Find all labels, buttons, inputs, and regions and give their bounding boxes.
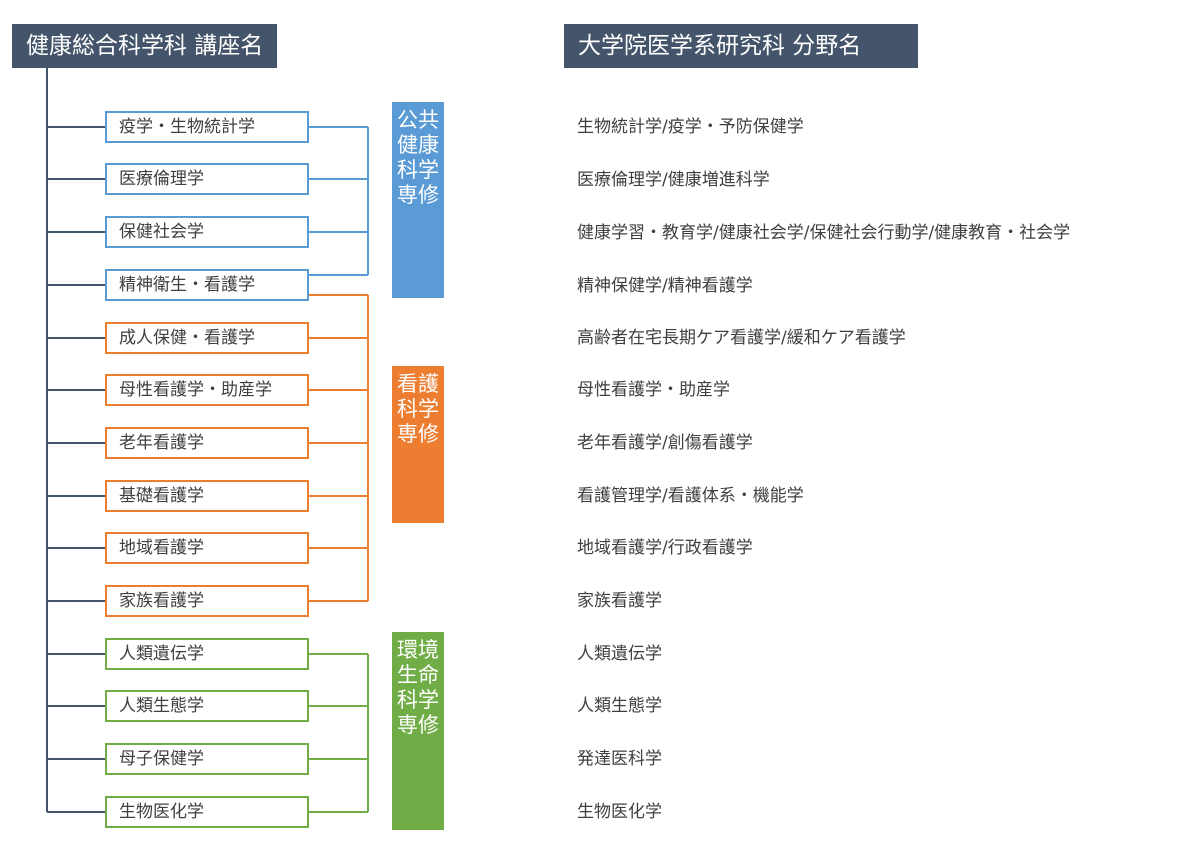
course-box: 老年看護学 — [105, 427, 309, 459]
field-item: 母性看護学・助産学 — [577, 380, 730, 400]
track-label-environmental: 環境生命科学専修 — [392, 632, 444, 830]
course-box: 精神衛生・看護学 — [105, 269, 309, 301]
field-item: 発達医科学 — [577, 749, 662, 769]
course-box: 人類遺伝学 — [105, 638, 309, 670]
field-item: 看護管理学/看護体系・機能学 — [577, 486, 804, 506]
field-item: 健康学習・教育学/健康社会学/保健社会行動学/健康教育・社会学 — [577, 223, 1071, 243]
course-box: 生物医化学 — [105, 796, 309, 828]
course-box: 家族看護学 — [105, 585, 309, 617]
field-item: 人類生態学 — [577, 696, 662, 716]
nursing-bracket — [309, 294, 369, 602]
field-item: 地域看護学/行政看護学 — [577, 538, 753, 558]
course-box: 医療倫理学 — [105, 163, 309, 195]
course-box: 保健社会学 — [105, 216, 309, 248]
track-label-public-health: 公共健康科学専修 — [392, 102, 444, 298]
course-box: 人類生態学 — [105, 690, 309, 722]
course-box: 基礎看護学 — [105, 480, 309, 512]
public-health-bracket — [309, 126, 369, 276]
field-item: 生物統計学/疫学・予防保健学 — [577, 117, 804, 137]
field-item: 人類遺伝学 — [577, 644, 662, 664]
course-box: 成人保健・看護学 — [105, 322, 309, 354]
environmental-bracket — [309, 653, 369, 813]
field-item: 生物医化学 — [577, 802, 662, 822]
field-item: 医療倫理学/健康増進科学 — [577, 170, 770, 190]
track-label-nursing: 看護科学専修 — [392, 366, 444, 523]
course-box: 母子保健学 — [105, 743, 309, 775]
field-item: 老年看護学/創傷看護学 — [577, 433, 753, 453]
field-item: 精神保健学/精神看護学 — [577, 276, 753, 296]
field-item: 家族看護学 — [577, 591, 662, 611]
course-box: 地域看護学 — [105, 532, 309, 564]
course-box: 母性看護学・助産学 — [105, 374, 309, 406]
course-list-header: 健康総合科学科 講座名 — [12, 24, 278, 68]
field-item: 高齢者在宅長期ケア看護学/緩和ケア看護学 — [577, 328, 906, 348]
field-list-header: 大学院医学系研究科 分野名 — [564, 24, 918, 68]
course-box: 疫学・生物統計学 — [105, 111, 309, 143]
